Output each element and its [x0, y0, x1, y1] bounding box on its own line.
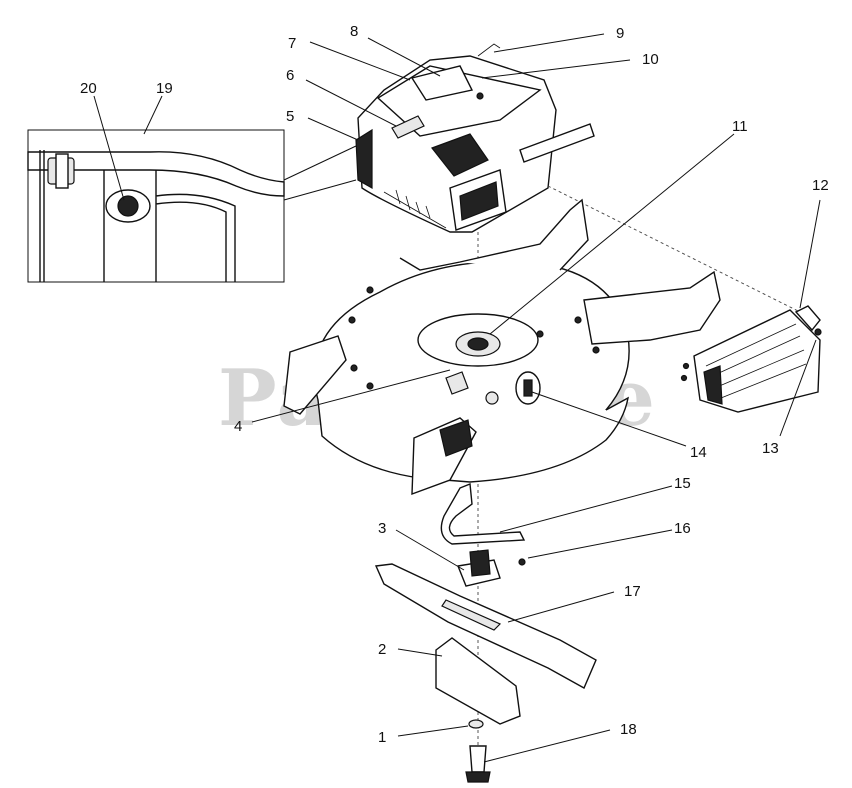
leader-2 — [397, 648, 443, 657]
nut-part — [468, 719, 484, 729]
engine-label-plate — [391, 115, 425, 139]
deck-rivet-a — [366, 286, 374, 294]
callout-14: 14 — [690, 444, 707, 461]
deck-rivet-d — [366, 382, 374, 390]
discharge-chute-group — [680, 305, 822, 413]
inset-rail — [27, 151, 285, 197]
chute-bracket — [794, 305, 821, 332]
callout-1: 1 — [378, 729, 386, 746]
callout-11: 11 — [732, 118, 748, 135]
leader-16 — [527, 529, 673, 559]
chute-screw — [814, 328, 822, 336]
callout-5: 5 — [286, 108, 294, 125]
chute-body — [693, 309, 821, 413]
bracket-screw — [518, 558, 526, 566]
engine-decal-panel — [410, 65, 474, 101]
callout-15: 15 — [674, 475, 691, 492]
deck-rivet-g — [592, 346, 600, 354]
deck-handle-mount — [399, 198, 589, 271]
blade-sail-part — [435, 637, 521, 725]
callout-8: 8 — [350, 23, 358, 40]
leader-12 — [799, 199, 821, 309]
chute-axis — [547, 185, 801, 313]
deck-hub-center — [467, 337, 489, 351]
callout-10: 10 — [642, 51, 659, 68]
callout-18: 18 — [620, 721, 637, 738]
callout-6: 6 — [286, 67, 294, 84]
mower-deck-group — [283, 198, 721, 496]
deck-clip — [445, 371, 469, 395]
callout-13: 13 — [762, 440, 779, 457]
leader-4 — [251, 369, 451, 423]
engine-front-dark — [431, 133, 489, 177]
leader-9 — [493, 33, 605, 53]
baffle-bracket-part — [440, 483, 526, 545]
deck-bolt — [523, 379, 533, 397]
leader-13 — [779, 339, 817, 437]
deck-rivet-f — [574, 316, 582, 324]
leader-17 — [507, 591, 615, 623]
leader-15 — [499, 485, 673, 533]
leader-19 — [143, 95, 163, 135]
deck-skirt — [317, 396, 629, 483]
engine-muffler-grille — [459, 181, 499, 221]
engine-cable-housing — [519, 123, 595, 163]
leader-5 — [307, 117, 359, 141]
callout-12: 12 — [812, 177, 829, 194]
leader-lines — [93, 33, 821, 763]
callout-16: 16 — [674, 520, 691, 537]
blade-adapter-hub — [469, 549, 491, 577]
leader-8 — [367, 37, 441, 77]
chute-hinge-a — [682, 362, 690, 370]
leader-1 — [397, 725, 469, 737]
engine-assembly — [355, 43, 595, 233]
leader-7 — [309, 41, 411, 81]
engine-cable-tip — [477, 43, 501, 57]
chute-dark-panel — [703, 365, 723, 405]
deck-rear-frame — [583, 270, 721, 345]
blade-bolt-head — [465, 771, 491, 783]
leader-11 — [489, 133, 735, 335]
engine-side-dark — [355, 128, 373, 190]
leader-6 — [305, 79, 397, 127]
deck-left-wheel-well — [283, 335, 347, 415]
callout-17: 17 — [624, 583, 641, 600]
inset-bushing-core — [55, 153, 69, 189]
callout-7: 7 — [288, 35, 296, 52]
callout-9: 9 — [616, 25, 624, 42]
deck-rivet-e — [536, 330, 544, 338]
blade-stack — [374, 483, 597, 783]
callout-2: 2 — [378, 641, 386, 658]
inset-left-edge — [39, 150, 45, 282]
inset-uprights — [103, 170, 157, 282]
leader-20 — [93, 95, 125, 201]
leader-10 — [481, 59, 631, 79]
inset-bolt-head — [117, 195, 139, 217]
engine-screw — [476, 92, 484, 100]
deck-height-adjuster — [439, 419, 473, 457]
callout-20: 20 — [80, 80, 97, 97]
chute-hinge-b — [680, 374, 688, 382]
inset-detail — [27, 129, 357, 283]
inset-leader-bottom — [283, 179, 357, 201]
deck-boss — [485, 391, 499, 405]
callout-labels: 1 2 3 4 5 6 7 8 9 10 11 12 13 14 15 16 1… — [80, 23, 829, 746]
leader-18 — [483, 729, 611, 763]
blade-bolt-shank — [469, 745, 487, 773]
engine-fins — [383, 189, 447, 229]
callout-4: 4 — [234, 418, 242, 435]
leader-3 — [395, 529, 465, 571]
chute-ribs — [705, 323, 807, 401]
callout-19: 19 — [156, 80, 173, 97]
deck-rivet-c — [350, 364, 358, 372]
blade-slot — [441, 599, 502, 631]
deck-rivet-b — [348, 316, 356, 324]
inset-leader-top — [283, 145, 357, 181]
leader-14 — [531, 391, 687, 447]
callout-3: 3 — [378, 520, 386, 537]
inset-right-member — [155, 193, 236, 282]
